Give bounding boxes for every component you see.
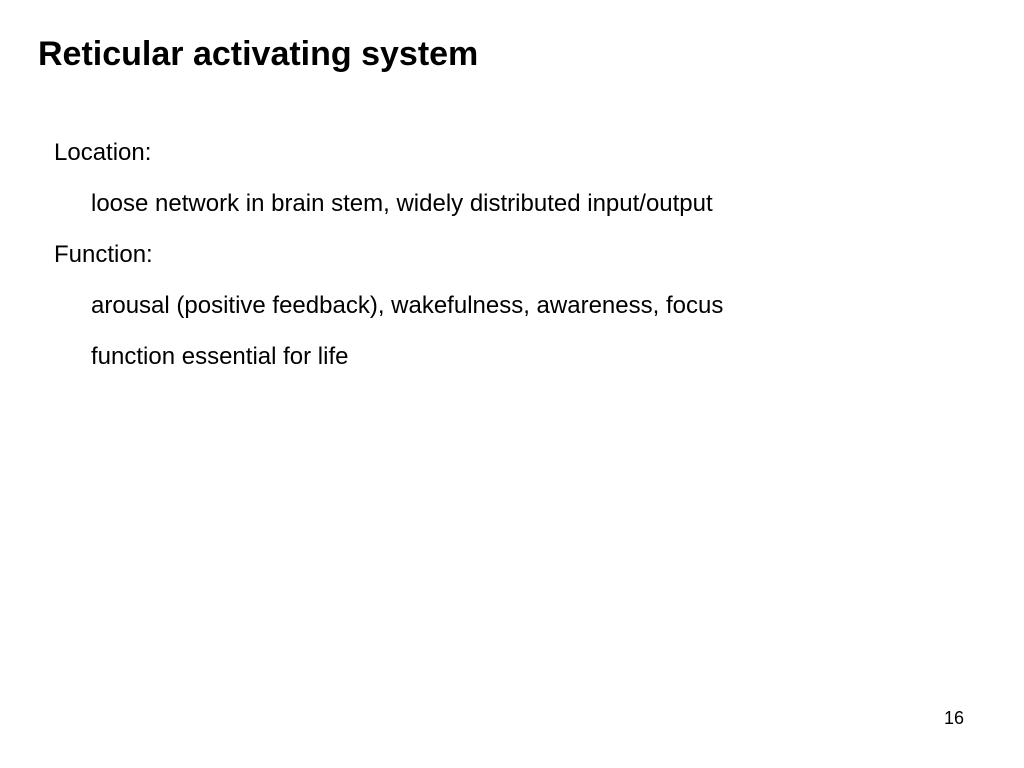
slide-content: Location: loose network in brain stem, w… <box>54 136 994 391</box>
location-item: loose network in brain stem, widely dist… <box>91 190 713 217</box>
section-heading-function: Function: <box>54 241 153 268</box>
section-heading-location: Location: <box>54 139 152 166</box>
page-number: 16 <box>943 708 964 728</box>
function-item-arousal: arousal (positive feedback), wakefulness… <box>91 292 724 319</box>
slide-title: Reticular activating system <box>38 35 479 73</box>
function-item-essential: function essential for life <box>91 343 349 370</box>
